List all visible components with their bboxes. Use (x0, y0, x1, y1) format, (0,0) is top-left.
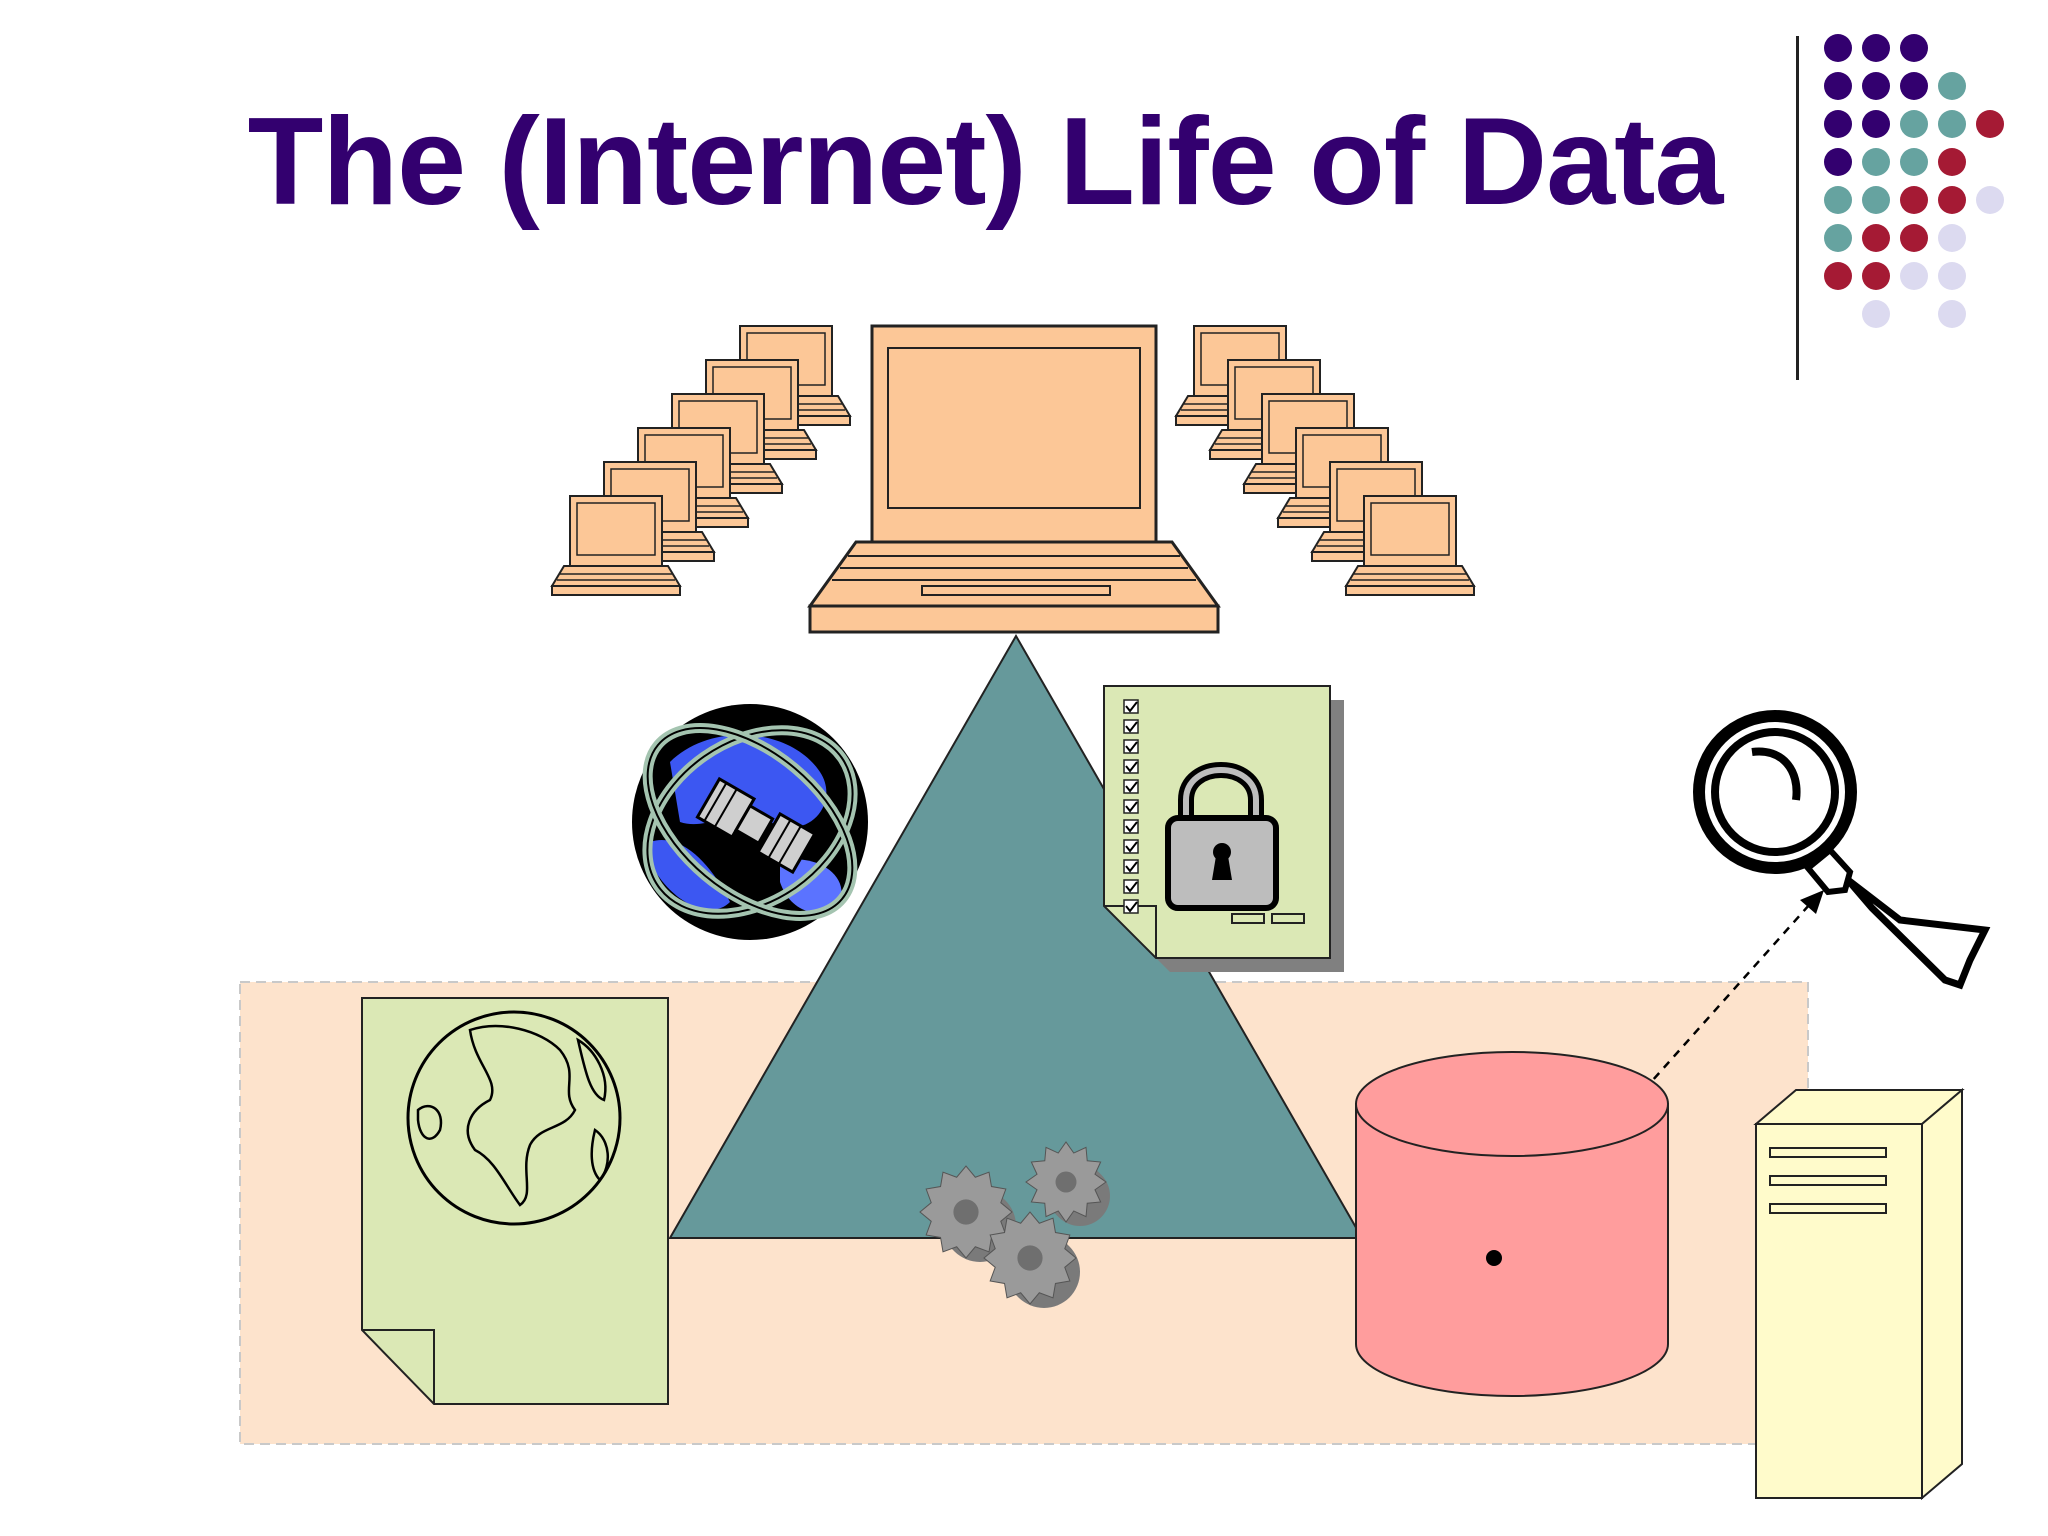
checkbox-icon (1123, 819, 1139, 834)
decorative-dot (1824, 148, 1852, 176)
decorative-dot (1900, 72, 1928, 100)
decorative-dot (1938, 186, 1966, 214)
title-divider (1796, 36, 1799, 380)
decorative-dot (1862, 224, 1890, 252)
checkbox-icon (1123, 799, 1139, 814)
server-tower-icon (1753, 1087, 1965, 1501)
checkbox-icon (1123, 779, 1139, 794)
checkbox-icon (1123, 899, 1139, 914)
globe-plug-icon (632, 704, 868, 940)
world-map-document-icon (361, 997, 669, 1405)
decorative-dot (1900, 262, 1928, 290)
decorative-dot (1862, 300, 1890, 328)
checkbox-icon (1123, 879, 1139, 894)
magnifying-glass-icon (1693, 710, 1991, 990)
decorative-dot (1824, 186, 1852, 214)
gear-icon (983, 1211, 1080, 1308)
decorative-dot (1862, 186, 1890, 214)
right-laptops-group (1174, 325, 1476, 596)
decorative-dot (1824, 262, 1852, 290)
checkbox-icon (1123, 739, 1139, 754)
checkbox-icon (1123, 759, 1139, 774)
checkbox-icon (1123, 839, 1139, 854)
database-cylinder-icon (1355, 1051, 1669, 1397)
decorative-dot (1900, 110, 1928, 138)
decorative-dot (1938, 148, 1966, 176)
decorative-dot (1824, 34, 1852, 62)
decorative-dot (1938, 262, 1966, 290)
gear-icon (919, 1165, 1016, 1262)
decorative-dot (1938, 110, 1966, 138)
laptop-icon (1344, 495, 1476, 596)
left-laptops-group (550, 325, 852, 596)
decorative-dot (1862, 110, 1890, 138)
decorative-dot (1900, 224, 1928, 252)
decorative-dot (1862, 262, 1890, 290)
decorative-dot (1824, 72, 1852, 100)
decorative-dot (1938, 224, 1966, 252)
checkbox-icon (1123, 699, 1139, 714)
decorative-dot (1824, 110, 1852, 138)
laptop-icon (807, 324, 1221, 634)
decorative-dot (1900, 186, 1928, 214)
slide-title: The (Internet) Life of Data (247, 93, 1724, 231)
checkbox-icon (1123, 719, 1139, 734)
decorative-dot (1938, 300, 1966, 328)
decorative-dot (1824, 224, 1852, 252)
decorative-dot (1976, 186, 2004, 214)
laptop-icon (550, 495, 682, 596)
gears-icon (919, 1141, 1110, 1308)
gear-icon (1025, 1141, 1110, 1226)
padlock-document-icon (1103, 685, 1344, 972)
decorative-dot (1976, 110, 2004, 138)
decorative-dot (1900, 148, 1928, 176)
decorative-dot (1900, 34, 1928, 62)
checkbox-icon (1123, 859, 1139, 874)
decorative-dot (1862, 34, 1890, 62)
decorative-dot (1862, 72, 1890, 100)
decorative-dot-grid (1824, 34, 2004, 328)
decorative-dot (1938, 72, 1966, 100)
decorative-dot (1862, 148, 1890, 176)
